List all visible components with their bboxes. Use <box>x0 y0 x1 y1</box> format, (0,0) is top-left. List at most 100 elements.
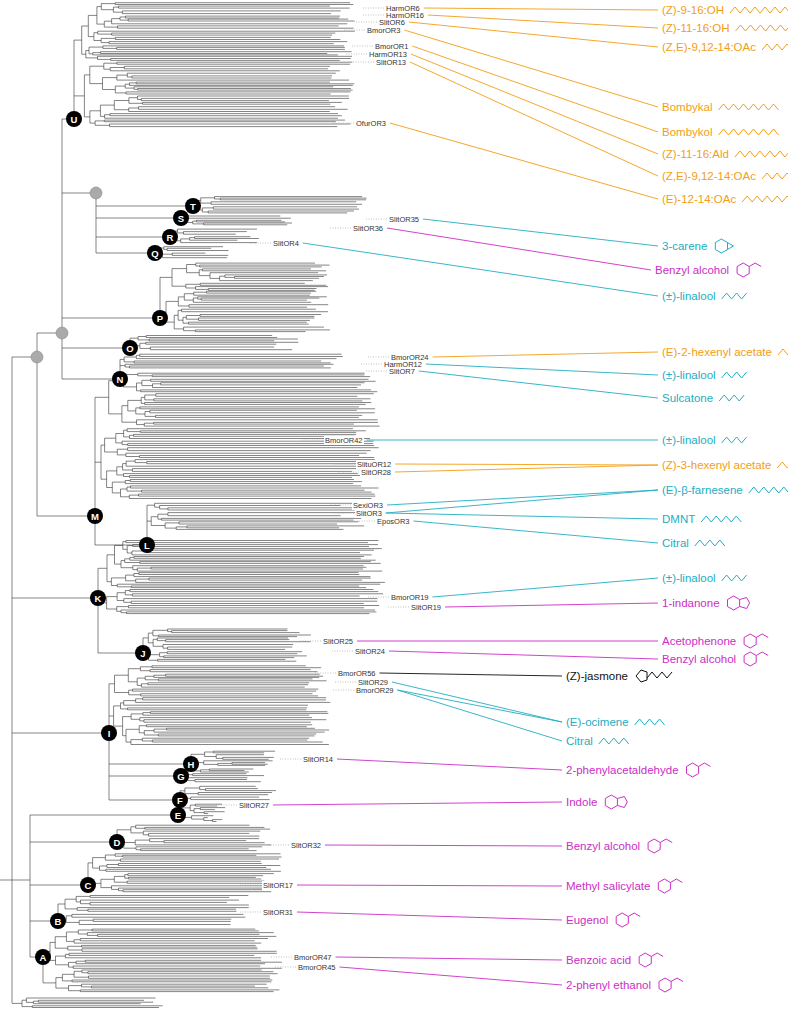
leader-line <box>395 465 658 472</box>
gene-label: SlitOR17 <box>262 881 294 890</box>
ligand-label: 2-phenylacetaldehyde <box>566 763 679 777</box>
clade-circle: O <box>122 340 138 356</box>
chemical-structure <box>744 634 768 648</box>
chemical-structure <box>736 25 788 31</box>
ligand-label: (±)-linalool <box>662 571 716 585</box>
leader-line <box>426 364 658 375</box>
clade-circle: K <box>90 590 106 606</box>
clade-letter: S <box>178 213 184 224</box>
gene-label: BmorOR29 <box>355 686 395 695</box>
gene-label: SlitOR14 <box>302 755 334 764</box>
ligand-label: Benzyl alcohol <box>662 652 736 666</box>
leader-line <box>419 371 658 398</box>
clade-circle: C <box>80 877 96 893</box>
clade-letter: P <box>157 313 163 324</box>
ligand-label: 3-carene <box>662 239 707 253</box>
leader-line <box>325 845 562 846</box>
clade-letter: J <box>140 648 145 659</box>
chemical-structure <box>722 293 747 299</box>
leader-line <box>410 62 658 176</box>
ligand-label: Eugenol <box>566 913 608 927</box>
clade-circle: S <box>173 210 189 226</box>
chemical-structure <box>762 173 788 179</box>
ligand-label: Citral <box>662 536 689 550</box>
ligand-label: Benzoic acid <box>566 953 631 967</box>
clade-circle: Q <box>147 245 163 261</box>
clade-letter: O <box>126 343 133 354</box>
ligand-label: (Z,E)-9,12-14:OAc <box>662 169 756 183</box>
gray-node-dot <box>31 351 43 363</box>
chemical-structure <box>636 670 672 682</box>
chemical-structure <box>742 196 788 202</box>
gene-label: SlitOR4 <box>272 239 300 248</box>
clade-letter: H <box>188 759 195 770</box>
gene-label: OfurOR3 <box>355 119 387 128</box>
leader-line <box>390 123 658 199</box>
ligand-label: (Z)-3-hexenyl acetate <box>662 458 771 472</box>
clade-letter: Q <box>151 248 158 259</box>
clade-letter: C <box>85 880 92 891</box>
chemical-structure <box>695 540 725 546</box>
chemical-structure <box>735 151 788 157</box>
gene-label: SlitOR19 <box>410 603 442 612</box>
gene-label: SlitOR28 <box>360 468 392 477</box>
leader-line <box>340 967 563 985</box>
leader-line <box>445 603 658 607</box>
leader-line <box>337 759 562 770</box>
ligand-label: DMNT <box>662 512 695 526</box>
chemical-structure <box>687 763 711 777</box>
gene-label: SlitOR27 <box>238 801 270 810</box>
ligand-label: Acetophenone <box>662 634 736 648</box>
clade-circle: B <box>50 913 66 929</box>
clade-circle: R <box>162 229 178 245</box>
leader-line <box>414 521 659 543</box>
ligand-label: (Z)-jasmone <box>566 669 628 683</box>
chemical-structure <box>658 879 682 893</box>
gene-label: SlitOR35 <box>388 215 420 224</box>
clade-letter: I <box>108 728 111 739</box>
chemical-structure <box>777 462 788 468</box>
clade-letter: G <box>177 771 184 782</box>
leader-line <box>398 690 563 741</box>
ligand-label: (±)-linalool <box>662 368 716 382</box>
clade-circle: U <box>66 111 82 127</box>
ligand-label: Bombykal <box>662 100 713 114</box>
chemical-structure <box>744 652 768 666</box>
clade-letter: F <box>177 795 183 806</box>
clade-circle: M <box>87 508 103 524</box>
clade-letter: R <box>167 232 174 243</box>
leader-line <box>409 22 658 47</box>
gene-label: BmorOR47 <box>293 953 333 962</box>
ligand-label: Indole <box>566 795 597 809</box>
leader-line <box>367 440 659 441</box>
chemical-structure <box>715 239 733 253</box>
gene-label: SlitOR32 <box>290 841 322 850</box>
ligand-label: Methyl salicylate <box>566 879 650 893</box>
leader-line <box>386 490 658 513</box>
chemical-structure <box>719 104 779 110</box>
clade-circle: J <box>135 645 151 661</box>
clade-letter: U <box>71 114 78 125</box>
clade-letter: A <box>40 952 47 963</box>
chemical-structure <box>778 349 788 355</box>
ligand-label: Citral <box>566 734 593 748</box>
tip-dotted-line <box>216 8 409 967</box>
leader-line <box>336 957 563 960</box>
leader-line <box>424 8 658 10</box>
ligand-label: (E)-ocimene <box>566 715 629 729</box>
clade-letter: L <box>144 540 150 551</box>
chemical-structure <box>701 516 741 522</box>
chemical-structure <box>719 129 779 135</box>
leader-line <box>297 885 562 886</box>
leader-line <box>395 464 658 465</box>
leader-line <box>428 15 658 28</box>
ligand-label: 1-indanone <box>662 596 720 610</box>
gene-label: BmorOR45 <box>297 963 337 972</box>
clade-circle: L <box>139 537 155 553</box>
ligand-label: (E)-12-14:OAc <box>662 192 736 206</box>
gene-label: SlitOR7 <box>388 367 416 376</box>
ligand-label: (E)-β-farnesene <box>662 483 743 497</box>
clade-circle: G <box>173 768 189 784</box>
leader-line <box>392 682 562 722</box>
